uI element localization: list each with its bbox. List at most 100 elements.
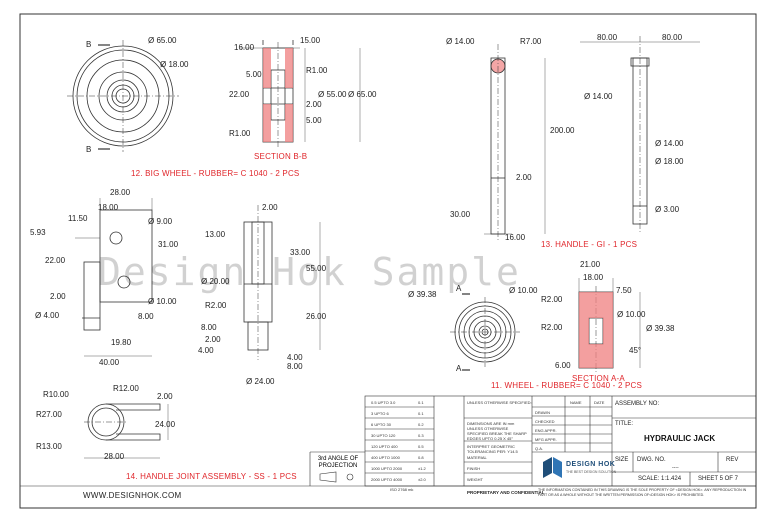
dim-side-26: 26.00 xyxy=(306,312,327,321)
dim-joint-593: 5.93 xyxy=(30,228,46,237)
drawing-title: HYDRAULIC JACK xyxy=(644,434,716,443)
name-header: NAME xyxy=(570,400,582,405)
dwg-no-value: ---- xyxy=(672,465,679,471)
dim-aa-750: 7.50 xyxy=(616,286,632,295)
assembly-no-label: ASSEMBLY NO: xyxy=(615,401,660,407)
dim-side-20: Ø 20.00 xyxy=(201,277,230,286)
dim-side-33: 33.00 xyxy=(290,248,311,257)
weight-label: WEIGHT xyxy=(467,477,483,482)
title-label: TITLE: xyxy=(615,421,634,427)
handle-side-view xyxy=(580,36,700,232)
tol-range: 1000 UPTO 2000 xyxy=(371,466,403,471)
handle-joint-side-view xyxy=(243,205,321,360)
dims-note: DIMENSIONS ARE IN mm UNLESS OTHERWISE SP… xyxy=(467,421,527,441)
dim-side-4: 4.00 xyxy=(198,346,214,355)
iso-standard: ISO 2768 mk xyxy=(390,487,414,492)
dim-r1b: R1.00 xyxy=(229,129,251,138)
tol-value: ±1.2 xyxy=(418,466,426,471)
dim-side-2: 2.00 xyxy=(262,203,278,212)
geom-note: INTERPRET GEOMETRIC TOLERANCING PER: Y14… xyxy=(467,444,518,454)
dwg-no-label: DWG. NO. xyxy=(637,457,666,463)
dim-joint-40: 40.00 xyxy=(99,358,120,367)
dim-side-2b: 2.00 xyxy=(205,335,221,344)
dim-55: Ø 55.00 xyxy=(318,90,347,99)
dim-handle-30: 30.00 xyxy=(450,210,471,219)
handle-joint-top-view xyxy=(84,403,169,459)
handle-joint-front-view xyxy=(75,198,153,357)
dim-handle-80b: 80.00 xyxy=(662,33,683,42)
dim-aa-45: 45° xyxy=(629,346,642,355)
dim-wheel-10: Ø 10.00 xyxy=(509,286,538,295)
dim-handle-r7: R7.00 xyxy=(520,37,542,46)
dim-aa-6: 6.00 xyxy=(555,361,571,370)
dim-top-r13: R13.00 xyxy=(36,442,62,451)
dim-handle-3: Ø 3.00 xyxy=(655,205,680,214)
caption-section-bb: SECTION B-B xyxy=(254,152,308,161)
website-footer: WWW.DESIGNHOK.COM xyxy=(83,491,182,500)
dim-joint-8: 8.00 xyxy=(138,312,154,321)
role-eng-appr: ENG APPR. xyxy=(535,428,557,433)
caption-section-aa: SECTION A-A xyxy=(572,374,625,383)
dim-joint-9: Ø 9.00 xyxy=(148,217,173,226)
tol-range: 400 UPTO 1000 xyxy=(371,455,400,460)
label-a-top: A xyxy=(456,284,462,293)
dim-handle-14b: Ø 14.00 xyxy=(584,92,613,101)
dim-big-wheel-bore: Ø 18.00 xyxy=(160,60,189,69)
dim-joint-2: 2.00 xyxy=(50,292,66,301)
designhok-logo-mark xyxy=(543,457,562,478)
handle-front-view xyxy=(484,44,546,240)
dim-15: 15.00 xyxy=(300,36,321,45)
dim-side-r2: R2.00 xyxy=(205,301,227,310)
tol-value: 0.8 xyxy=(418,455,424,460)
tol-value: 0.1 xyxy=(418,400,424,405)
caption-big-wheel: 12. BIG WHEEL - RUBBER= C 1040 - 2 PCS xyxy=(131,169,300,178)
tol-range: 0.5 UPTO 3.0 xyxy=(371,400,396,405)
dim-65: Ø 65.00 xyxy=(348,90,377,99)
tol-value: 0.1 xyxy=(418,411,424,416)
sheet-label: SHEET 5 OF 7 xyxy=(698,476,738,482)
dim-aa-r2b: R2.00 xyxy=(541,323,563,332)
caption-wheel: 11. WHEEL - RUBBER= C 1040 - 2 PCS xyxy=(491,381,643,390)
ownership-notice: THE INFORMATION CONTAINED IN THIS DRAWIN… xyxy=(538,488,747,497)
dim-joint-31: 31.00 xyxy=(158,240,179,249)
wheel-front-view xyxy=(450,293,520,371)
dim-aa-10: Ø 10.00 xyxy=(617,310,646,319)
tol-range: 30 UPTO 120 xyxy=(371,433,396,438)
dim-aa-r2a: R2.00 xyxy=(541,295,563,304)
dim-aa-3938: Ø 39.38 xyxy=(646,324,675,333)
tol-range: 3 UPTO 6 xyxy=(371,411,389,416)
material-label: MATERIAL xyxy=(467,455,487,460)
dim-top-r10: R10.00 xyxy=(43,390,69,399)
projection-label: 3rd ANGLE OF PROJECTION xyxy=(317,456,359,469)
scale-label: SCALE: 1:1.424 xyxy=(638,476,682,482)
label-b-bottom: B xyxy=(86,145,92,154)
dim-joint-22: 22.00 xyxy=(45,256,66,265)
size-label: SIZE xyxy=(615,457,629,463)
caption-handle: 13. HANDLE - GI - 1 PCS xyxy=(541,240,638,249)
title-block-lines xyxy=(309,395,757,487)
dim-aa-18: 18.00 xyxy=(583,273,604,282)
dim-side-8a: 8.00 xyxy=(201,323,217,332)
dim-r1: R1.00 xyxy=(306,66,328,75)
dim-joint-10: Ø 10.00 xyxy=(148,297,177,306)
dim-joint-18: 18.00 xyxy=(98,203,119,212)
proprietary-label: PROPRIETARY AND CONFIDENTIAL xyxy=(467,490,545,495)
tol-range: 6 UPTO 30 xyxy=(371,422,391,427)
dim-side-8b: 8.00 xyxy=(287,362,303,371)
role-drawn: DRAWN xyxy=(535,410,550,415)
dim-joint-4: Ø 4.00 xyxy=(35,311,60,320)
dim-handle-2: 2.00 xyxy=(516,173,532,182)
dim-5b: 5.00 xyxy=(306,116,322,125)
dim-5a: 5.00 xyxy=(246,70,262,79)
unless-specified: UNLESS OTHERWISE SPECIFIED: xyxy=(467,400,532,405)
dim-2: 2.00 xyxy=(306,100,322,109)
role-mfg-appr: MFG APPR. xyxy=(535,437,557,442)
dim-side-55: 55.00 xyxy=(306,264,327,273)
dim-handle-18: Ø 18.00 xyxy=(655,157,684,166)
rev-label: REV xyxy=(726,457,739,463)
label-a-bottom: A xyxy=(456,364,462,373)
logo-subtitle: THE BEST DESIGN SOLUTION xyxy=(566,470,617,474)
tol-value: 0.2 xyxy=(418,422,424,427)
dim-handle-14: Ø 14.00 xyxy=(446,37,475,46)
